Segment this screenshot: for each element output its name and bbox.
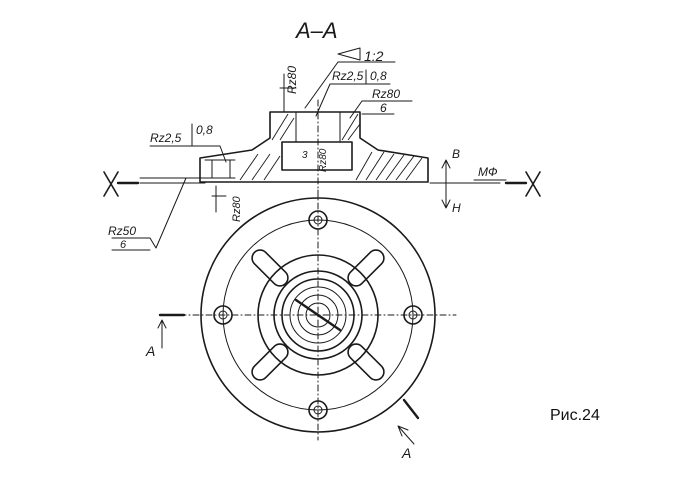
dir-up: В bbox=[452, 147, 460, 161]
outer-flange bbox=[200, 197, 436, 433]
dir-down: Н bbox=[452, 201, 461, 215]
val-0-8-top: 0,8 bbox=[370, 69, 387, 83]
bolt-hole-top bbox=[308, 210, 328, 230]
section-cut-line bbox=[294, 298, 342, 332]
rz2-5-top: Rz2,5 bbox=[332, 69, 364, 83]
rz80-right: Rz80 bbox=[372, 87, 400, 101]
bore-walls bbox=[295, 111, 341, 143]
section-view bbox=[199, 99, 429, 201]
val-6-left: 6 bbox=[120, 239, 127, 251]
taper-label: 1:2 bbox=[364, 48, 384, 64]
rib-bottom-right bbox=[347, 343, 385, 381]
bolt-hole-bottom bbox=[308, 400, 328, 420]
hatch-right bbox=[341, 113, 423, 181]
bolt-hole-left bbox=[213, 305, 233, 325]
plan-view: А А bbox=[145, 189, 457, 461]
rz80-inner: Rz80 bbox=[318, 148, 329, 172]
bolt-hole-right bbox=[403, 305, 423, 325]
rz80-bottom: Rz80 bbox=[231, 195, 243, 222]
hatch-left bbox=[239, 113, 295, 181]
left-marker bbox=[103, 171, 211, 197]
vertical-arrows bbox=[441, 159, 451, 209]
section-label-right: А bbox=[401, 445, 411, 461]
right-marker bbox=[429, 171, 541, 197]
rz2-5-top-sign bbox=[315, 69, 391, 117]
val-6-right: 6 bbox=[380, 101, 387, 115]
rz80-top-sign bbox=[279, 73, 297, 113]
rz80-top: Rz80 bbox=[285, 66, 299, 94]
rz80-bottom-sign bbox=[211, 185, 227, 213]
left-hole bbox=[204, 159, 236, 179]
num-3: 3 bbox=[302, 150, 308, 161]
rz2-5-left: Rz2,5 bbox=[150, 131, 182, 145]
section-arrow-left bbox=[157, 319, 167, 349]
dir-mf: МФ bbox=[478, 165, 498, 179]
rib-bottom-left bbox=[251, 343, 289, 381]
section-title: A–A bbox=[294, 18, 338, 43]
inner-bore bbox=[281, 141, 353, 171]
rz2-5-left-sign bbox=[149, 123, 227, 163]
rz50: Rz50 bbox=[108, 224, 136, 238]
section-label-left: А bbox=[145, 343, 155, 359]
taper-symbol bbox=[337, 47, 361, 61]
rz50-sign bbox=[111, 177, 187, 251]
val-0-8-left: 0,8 bbox=[196, 123, 213, 137]
section-mark-right-stroke bbox=[402, 398, 420, 420]
figure-caption: Рис.24 bbox=[550, 407, 600, 424]
rz80-right-sign bbox=[349, 100, 413, 119]
part-outline bbox=[199, 111, 429, 183]
rib-top-right bbox=[347, 249, 385, 287]
rib-top-left bbox=[251, 249, 289, 287]
taper-leader bbox=[304, 61, 396, 109]
section-arrow-right bbox=[397, 425, 415, 445]
